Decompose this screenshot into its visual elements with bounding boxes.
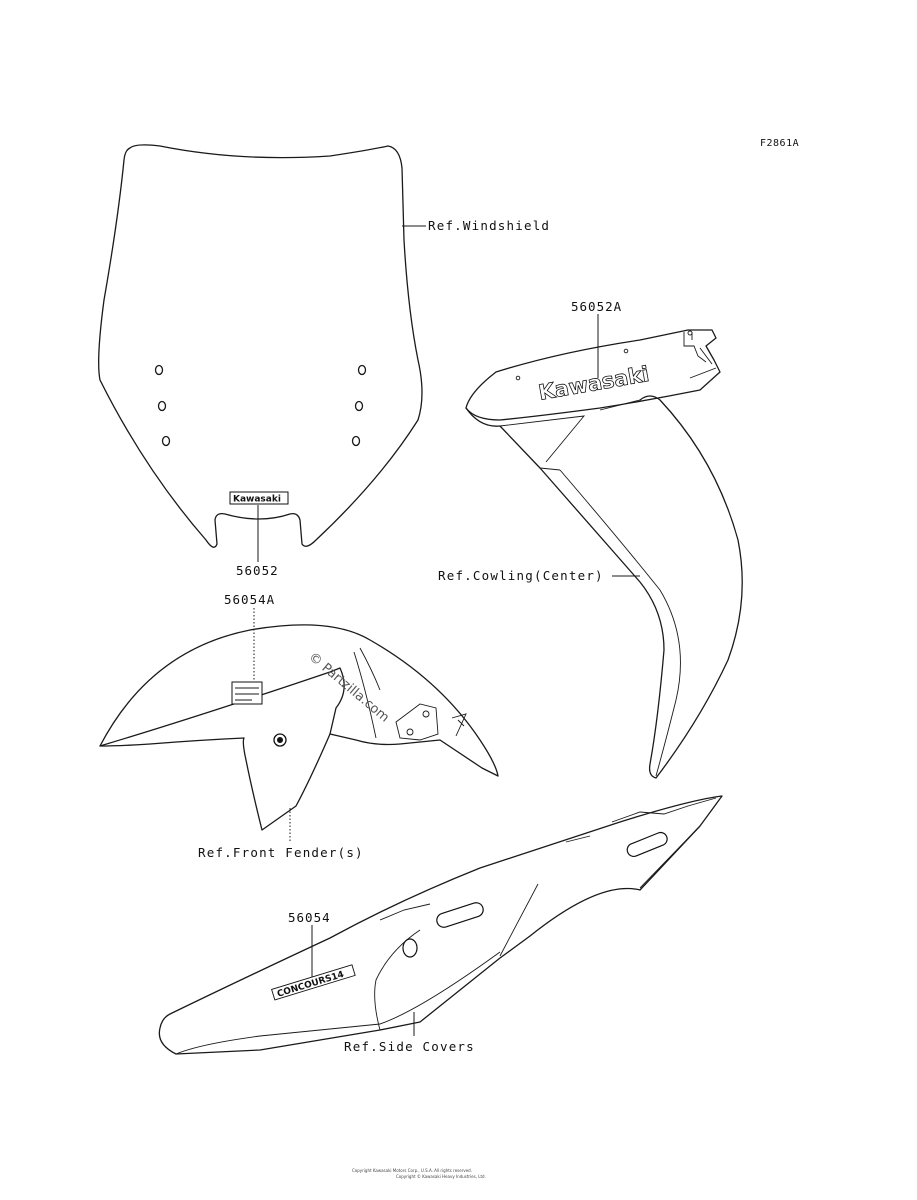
side-covers-group: 56054 CONCOURS14 Ref.Side Covers bbox=[158, 795, 723, 1055]
windshield-ref-label: Ref.Windshield bbox=[428, 218, 550, 233]
cowling-bolt bbox=[515, 375, 521, 381]
front-fender-bracket bbox=[395, 703, 439, 741]
side-cover-slot bbox=[436, 902, 484, 928]
front-fender-bolt bbox=[406, 728, 414, 736]
side-cover-ridge bbox=[379, 797, 717, 921]
front-fender-bolt bbox=[422, 710, 430, 718]
cowling-body[interactable] bbox=[465, 395, 743, 779]
cowling-bolt bbox=[623, 348, 629, 354]
cowling-bolt bbox=[687, 330, 693, 336]
front-fender-inner bbox=[353, 647, 381, 739]
footer-copyright-2: Copyright © Kawasaki Heavy Industries, L… bbox=[396, 1174, 486, 1179]
cowling-group: 56052A Kawasaki Ref.Cowling(Center) bbox=[438, 299, 743, 779]
front-fender-outline[interactable] bbox=[99, 624, 499, 831]
windshield-group: Kawasaki 56052 Ref.Windshield bbox=[98, 144, 550, 578]
fender-decal-marks bbox=[235, 687, 259, 701]
windshield-hole bbox=[157, 400, 167, 412]
side-cover-inner-line bbox=[175, 929, 501, 1055]
cowling-decal-text[interactable]: Kawasaki bbox=[536, 361, 651, 405]
front-fender-mark bbox=[451, 713, 467, 737]
side-covers-ref-label: Ref.Side Covers bbox=[344, 1039, 475, 1054]
cowling-ref-label: Ref.Cowling(Center) bbox=[438, 568, 604, 583]
windshield-hole bbox=[161, 435, 171, 447]
part-number-56052a[interactable]: 56052A bbox=[571, 299, 622, 314]
windshield-hole bbox=[354, 400, 364, 412]
cowling-bracket bbox=[683, 332, 717, 379]
part-number-56054[interactable]: 56054 bbox=[288, 910, 331, 925]
windshield-hole bbox=[351, 435, 361, 447]
footer-copyright-1: Copyright Kawasaki Motors Corp., U.S.A. … bbox=[352, 1168, 472, 1173]
cowling-inner-edge bbox=[499, 399, 641, 471]
part-number-56052[interactable]: 56052 bbox=[236, 563, 279, 578]
front-fender-group: 56054A © Partzilla.com Ref.Front Fender(… bbox=[99, 592, 499, 860]
windshield-decal[interactable] bbox=[229, 491, 289, 505]
front-fender-sweep bbox=[99, 667, 345, 747]
front-fender-grommet-center bbox=[277, 737, 283, 743]
side-cover-hole bbox=[402, 938, 418, 958]
windshield-hole bbox=[154, 364, 164, 376]
front-fender-ref-label: Ref.Front Fender(s) bbox=[198, 845, 364, 860]
side-cover-crease bbox=[499, 825, 701, 957]
fender-decal[interactable] bbox=[231, 681, 263, 705]
windshield-decal-text: Kawasaki bbox=[233, 495, 281, 505]
cowling-crease bbox=[559, 469, 681, 777]
windshield-outline[interactable] bbox=[98, 144, 423, 548]
side-cover-slot bbox=[626, 831, 668, 857]
side-cover-outline[interactable] bbox=[158, 795, 723, 1055]
figure-id: F2861A bbox=[760, 138, 799, 149]
side-cover-decal[interactable]: CONCOURS14 bbox=[271, 964, 356, 1001]
windshield-hole bbox=[357, 364, 367, 376]
part-number-56054a[interactable]: 56054A bbox=[224, 592, 275, 607]
